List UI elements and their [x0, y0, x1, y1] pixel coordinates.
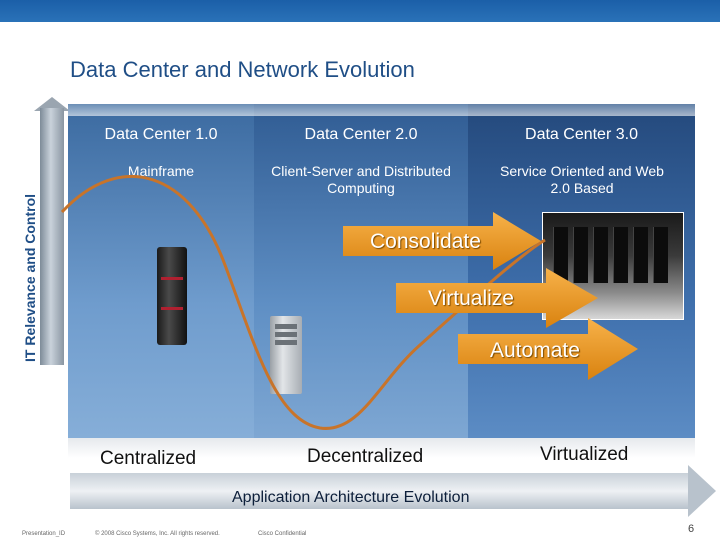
automate-label: Automate — [490, 339, 580, 363]
consolidate-label: Consolidate — [370, 230, 481, 254]
x-axis-label: Application Architecture Evolution — [232, 489, 469, 507]
virtualize-label: Virtualize — [428, 287, 514, 311]
footer-presentation-id: Presentation_ID — [22, 531, 65, 537]
x-axis-arrowhead — [688, 465, 716, 517]
footer-confidential: Cisco Confidential — [258, 531, 306, 537]
stage-centralized: Centralized — [100, 448, 196, 470]
footer-copyright: © 2008 Cisco Systems, Inc. All rights re… — [95, 531, 220, 537]
stage-virtualized: Virtualized — [540, 444, 628, 466]
page-number: 6 — [688, 523, 694, 535]
stage-decentralized: Decentralized — [307, 446, 423, 468]
